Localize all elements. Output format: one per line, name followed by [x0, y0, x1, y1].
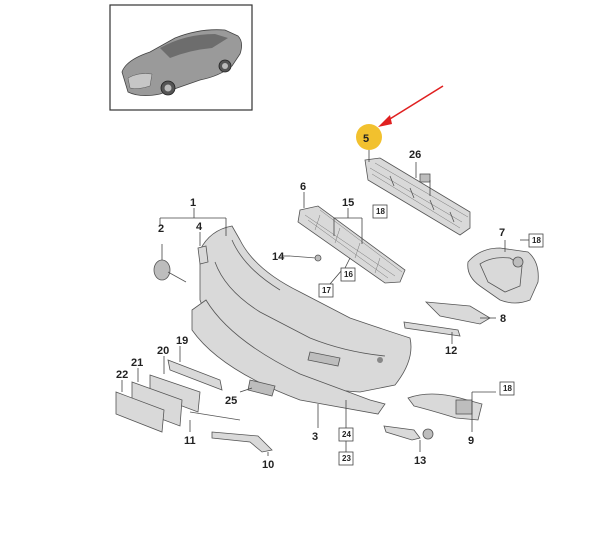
- label-21: 21: [131, 357, 143, 369]
- label-20: 20: [157, 345, 169, 357]
- part-25-plate: [247, 379, 276, 397]
- label-16: 16: [344, 270, 353, 279]
- label-19: 19: [176, 335, 188, 347]
- highlight-circle: [356, 124, 382, 150]
- part-strip-10: [211, 431, 273, 453]
- leader-lines: [121, 150, 530, 456]
- label-10: 10: [262, 459, 274, 471]
- pointer-arrow: [384, 85, 444, 123]
- label-11: 11: [184, 435, 196, 447]
- pointer-arrow-head: [378, 115, 392, 127]
- boxed-labels: 18 16 17 18 18 24 23: [318, 204, 544, 466]
- part-strip-19: [167, 359, 223, 391]
- label-2: 2: [158, 223, 164, 235]
- label-24: 24: [342, 430, 351, 439]
- label-26: 26: [409, 149, 421, 161]
- part-numbers: 5 26 6 1 15 2 4 14 7 8 12 19 20 21 22 25…: [116, 133, 506, 471]
- label-13: 13: [414, 455, 426, 467]
- label-1: 1: [190, 197, 196, 209]
- label-14: 14: [272, 251, 285, 263]
- label-9: 9: [468, 435, 474, 447]
- part-carrier-upper: [364, 157, 471, 236]
- part-lower-lip: [191, 299, 386, 415]
- label-5: 5: [363, 133, 369, 145]
- part-2-disc: [153, 259, 187, 283]
- label-12: 12: [445, 345, 457, 357]
- part-14-pin: [289, 254, 322, 262]
- part-strip-12: [403, 321, 461, 337]
- label-7: 7: [499, 227, 505, 239]
- label-3: 3: [312, 431, 318, 443]
- part-grille: [297, 205, 406, 284]
- part-strip-8: [424, 301, 491, 325]
- part-11-rod: [189, 411, 241, 421]
- part-9-bracket: [407, 393, 483, 421]
- label-15: 15: [342, 197, 354, 209]
- label-18-right: 18: [532, 236, 541, 245]
- label-25: 25: [225, 395, 237, 407]
- label-22: 22: [116, 369, 128, 381]
- label-6: 6: [300, 181, 306, 193]
- part-4-clip: [197, 245, 209, 265]
- label-8: 8: [500, 313, 506, 325]
- label-23: 23: [342, 454, 351, 463]
- label-17: 17: [322, 286, 331, 295]
- label-4: 4: [196, 221, 203, 233]
- part-strip-22: [115, 391, 165, 433]
- part-strip-20: [149, 374, 201, 413]
- part-13-bracket: [383, 425, 434, 441]
- car-thumbnail: [109, 4, 253, 111]
- label-18-lower: 18: [503, 384, 512, 393]
- label-18-top: 18: [376, 207, 385, 216]
- part-bracket-right: [467, 247, 539, 304]
